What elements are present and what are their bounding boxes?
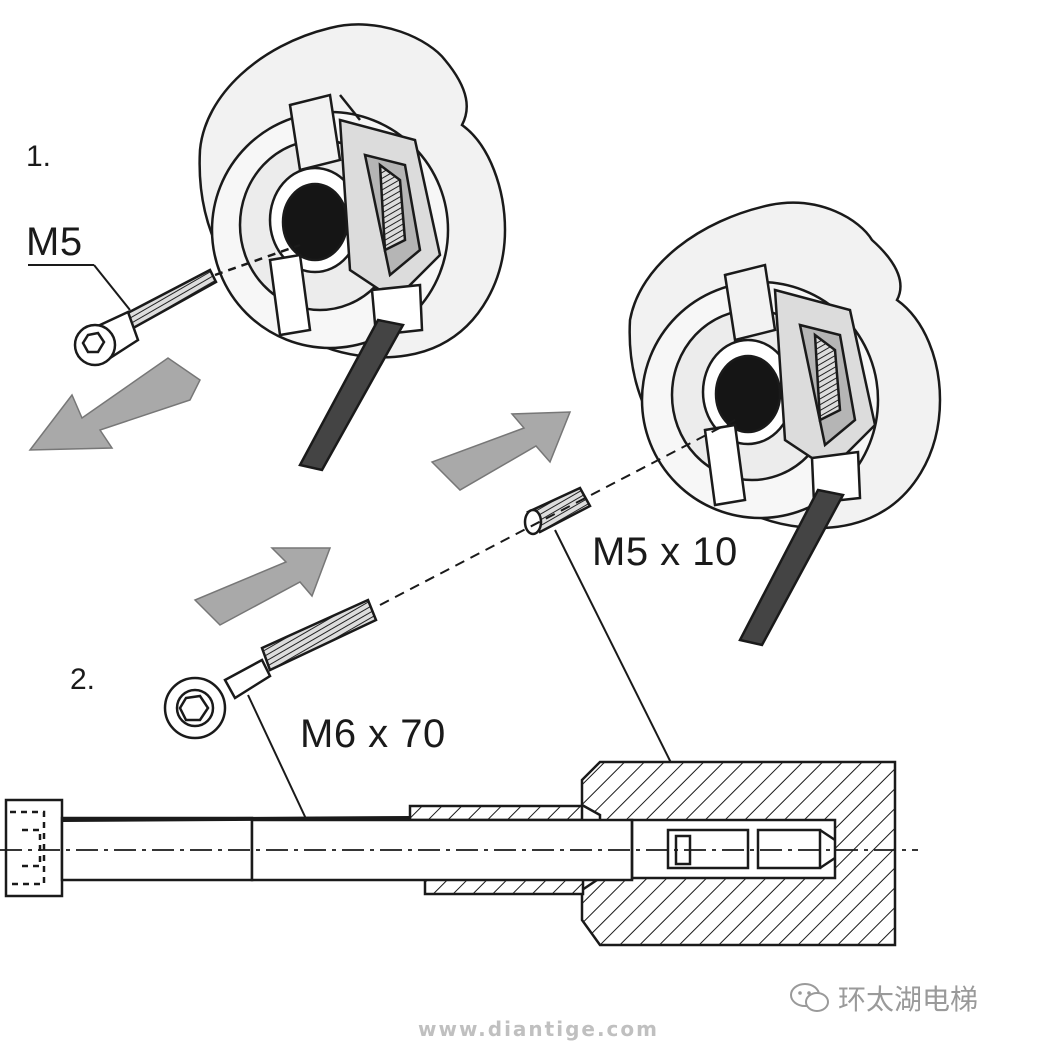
watermark-site: www.diantige.com	[418, 1017, 659, 1041]
encoder-upper	[198, 23, 507, 472]
arrow-insert-encoder	[430, 411, 572, 491]
arrow-remove	[28, 357, 201, 451]
leader-m5-diag	[93, 264, 131, 311]
label-m5: M5	[26, 220, 83, 264]
step-one-label: 1.	[26, 140, 52, 173]
cross-section	[0, 760, 918, 947]
leader-m6x70	[247, 694, 316, 839]
set-screw-m5x10	[523, 486, 592, 536]
bolt-m5	[73, 243, 301, 367]
label-m5x10: M5 x 10	[592, 530, 738, 574]
step-two-label: 2.	[70, 663, 96, 696]
label-m6x70: M6 x 70	[300, 712, 446, 756]
watermark-account-name: 环太湖电梯	[838, 983, 979, 1016]
bolt-m6x70	[163, 598, 378, 740]
watermark-account: 环太湖电梯	[788, 978, 978, 1018]
encoder-lower	[628, 201, 942, 647]
arrow-insert-bolt	[193, 547, 332, 626]
wechat-icon	[790, 983, 829, 1012]
